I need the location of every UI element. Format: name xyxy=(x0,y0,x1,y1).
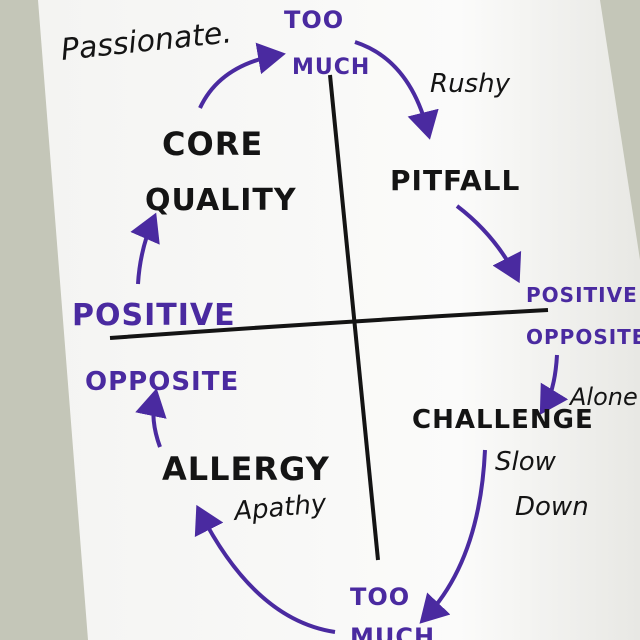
horizontal-axis xyxy=(109,308,549,340)
allergy-label: ALLERGY xyxy=(162,450,330,488)
core-quality-line2: QUALITY xyxy=(145,183,297,218)
bottom-much: MUCH xyxy=(350,623,435,640)
positive-opposite-line2: OPPOSITE xyxy=(526,325,640,349)
pitfall-label: PITFALL xyxy=(390,164,520,197)
arrow-positive-to-core xyxy=(130,212,160,285)
top-too: TOO xyxy=(284,6,344,34)
arrow-toomuch-to-allergy xyxy=(194,504,336,634)
arrow-challenge-to-toomuch xyxy=(419,449,487,624)
positive-label: POSITIVE xyxy=(72,298,236,333)
arrow-posopp-to-challenge xyxy=(539,354,569,415)
arrow-pitfall-to-posopp xyxy=(455,204,522,284)
opposite-label: OPPOSITE xyxy=(85,367,239,397)
cycle-arrows xyxy=(130,40,569,634)
challenge-label: CHALLENGE xyxy=(412,405,594,435)
arrow-toomuch-to-pitfall xyxy=(354,40,439,140)
core-quality-line1: CORE xyxy=(162,125,263,163)
note-rushy: Rushy xyxy=(430,69,511,99)
note-slow: Slow xyxy=(495,447,557,477)
bottom-too: TOO xyxy=(350,583,410,611)
paper-sheet xyxy=(38,0,640,640)
positive-opposite-line1: POSITIVE xyxy=(526,283,638,307)
vertical-axis xyxy=(328,74,380,561)
top-much: MUCH xyxy=(292,55,370,80)
note-alone: Alone xyxy=(568,383,638,411)
arrow-core-to-toomuch xyxy=(198,42,286,109)
note-down: Down xyxy=(515,492,589,522)
arrow-allergy-to-opposite xyxy=(135,388,167,448)
